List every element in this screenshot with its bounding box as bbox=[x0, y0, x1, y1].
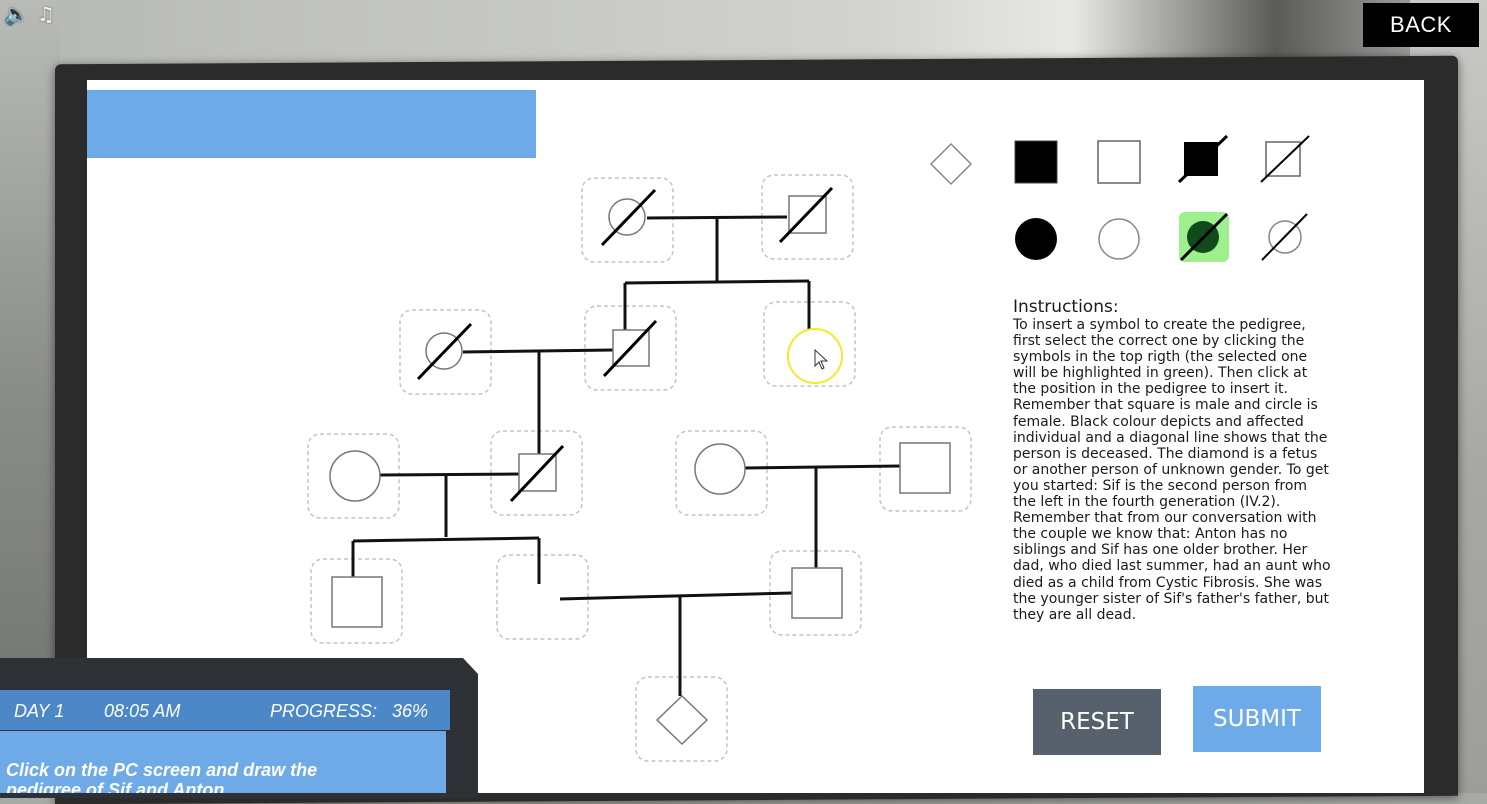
progress-value: 36% bbox=[392, 701, 429, 721]
slot-IV-1[interactable] bbox=[310, 558, 403, 644]
speaker-icon[interactable]: 🔈 bbox=[4, 2, 29, 26]
slot-I-1[interactable] bbox=[581, 177, 674, 263]
slot-II-3[interactable] bbox=[763, 301, 856, 387]
pedigree-individuals bbox=[329, 186, 951, 746]
individual-III-1-female[interactable] bbox=[329, 450, 381, 502]
hud-message-box: Click on the PC screen and draw the pedi… bbox=[0, 731, 446, 793]
hud-status-bar: DAY 1 08:05 AM PROGRESS: 36% bbox=[0, 690, 450, 730]
palette-square-unaffected[interactable] bbox=[1097, 140, 1141, 184]
individual-III-4-male[interactable] bbox=[899, 442, 951, 494]
individual-II-1-female-deceased[interactable] bbox=[416, 322, 473, 381]
instructions-panel: Instructions: To insert a symbol to crea… bbox=[1013, 298, 1331, 623]
task-message: Click on the PC screen and draw the pedi… bbox=[6, 760, 318, 793]
palette-circle-affected[interactable] bbox=[1015, 218, 1057, 260]
slot-V-1[interactable] bbox=[635, 676, 728, 762]
click-indicator bbox=[787, 328, 843, 384]
symbol-palette bbox=[929, 134, 1310, 262]
individual-II-2-male-deceased[interactable] bbox=[602, 319, 658, 378]
slot-III-3[interactable] bbox=[675, 430, 768, 516]
palette-circle-unaffected[interactable] bbox=[1098, 218, 1140, 260]
slot-II-2[interactable] bbox=[584, 305, 677, 391]
palette-diamond-unknown[interactable] bbox=[929, 142, 973, 186]
screen-title-bar bbox=[87, 90, 536, 158]
individual-III-3-female[interactable] bbox=[694, 443, 746, 495]
day-label: DAY 1 bbox=[14, 701, 65, 721]
instructions-heading: Instructions: bbox=[1013, 297, 1119, 317]
time-label: 08:05 AM bbox=[104, 701, 181, 721]
palette-square-unaffected-deceased[interactable] bbox=[1260, 135, 1310, 183]
palette-square-affected[interactable] bbox=[1014, 140, 1058, 184]
mouse-cursor-icon bbox=[814, 348, 829, 370]
slot-IV-2[interactable] bbox=[496, 554, 589, 640]
palette-circle-affected-deceased-selected[interactable] bbox=[1179, 212, 1229, 262]
slot-III-4[interactable] bbox=[879, 426, 972, 512]
individual-V-1-unknown[interactable] bbox=[655, 694, 709, 746]
submit-button[interactable]: SUBMIT bbox=[1193, 686, 1321, 752]
individual-I-1-female-deceased[interactable] bbox=[600, 188, 657, 247]
progress-label: PROGRESS: bbox=[270, 701, 378, 721]
instructions-text: To insert a symbol to create the pedigre… bbox=[1013, 317, 1331, 623]
pedigree-canvas[interactable] bbox=[87, 80, 1424, 793]
individual-IV-3-male[interactable] bbox=[791, 567, 843, 619]
individual-I-2-male-deceased[interactable] bbox=[778, 186, 834, 244]
reset-button[interactable]: RESET bbox=[1033, 689, 1161, 755]
music-note-icon[interactable]: ♫ bbox=[36, 2, 55, 26]
individual-IV-1-male[interactable] bbox=[331, 576, 383, 628]
audio-controls: 🔈 ♫ bbox=[4, 2, 55, 26]
palette-square-affected-deceased[interactable] bbox=[1177, 134, 1229, 184]
palette-circle-unaffected-deceased[interactable] bbox=[1261, 213, 1308, 261]
back-button[interactable]: BACK bbox=[1363, 3, 1479, 47]
individual-III-2-male-deceased[interactable] bbox=[509, 444, 565, 503]
pedigree-lines bbox=[351, 215, 903, 696]
